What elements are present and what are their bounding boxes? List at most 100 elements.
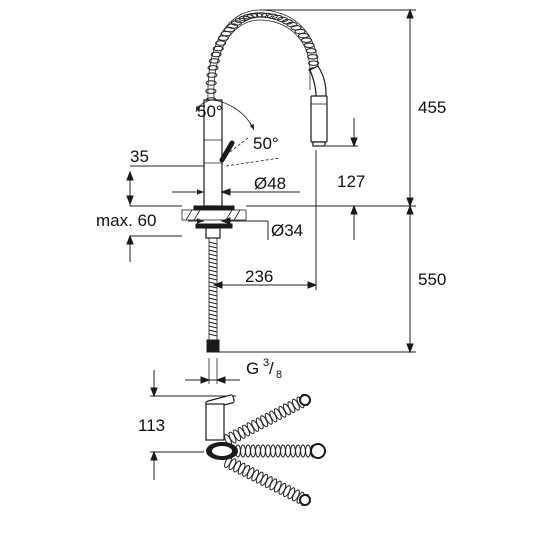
hose-coil	[208, 245, 218, 249]
hose-coil	[208, 265, 218, 269]
arm-coil-1	[240, 444, 246, 458]
hose-coil	[208, 321, 218, 325]
arm-end-cap	[299, 394, 311, 406]
top-spout-arm-up	[224, 394, 311, 446]
arm-end-cap	[299, 494, 311, 506]
arm-end-cap	[310, 443, 326, 459]
dimension-diameter-48: Ø48	[172, 174, 300, 196]
arm-coil-7	[270, 444, 276, 458]
dimension-127: 127	[326, 118, 365, 240]
faucet-side-view	[181, 9, 328, 353]
dim-550-label: 550	[418, 270, 446, 289]
spring-coil-11	[223, 26, 235, 33]
spring-coil-4	[207, 65, 219, 71]
thread-den-label: 8	[276, 369, 282, 381]
mount-stud	[205, 227, 221, 239]
spring-coil-15	[238, 15, 250, 22]
arm-coil-8	[275, 444, 281, 458]
angle-annotations: 50° 50°	[195, 99, 281, 167]
spring-coil-19	[256, 12, 268, 18]
hose-coil	[208, 297, 218, 301]
top-spout-arm-down	[224, 456, 311, 506]
arm-coil-5	[260, 444, 266, 458]
spring-coil-8	[215, 40, 227, 46]
angle-arc-right	[212, 99, 255, 131]
arm-coil-12	[295, 444, 301, 458]
spring-coil-32	[307, 54, 319, 60]
counter-hatch	[185, 209, 241, 221]
spring-coil-31	[305, 48, 317, 54]
dim-236-label: 236	[245, 267, 273, 286]
thread-size: G 3 / 8	[185, 357, 282, 384]
spring-coil-20	[261, 12, 273, 19]
arm-coil-9	[280, 444, 286, 458]
dim-48-label: Ø48	[254, 174, 286, 193]
supply-hose-fitting	[206, 339, 220, 353]
lever-swing-line-2	[225, 157, 281, 167]
spring-arc-outer	[207, 9, 319, 101]
arm-coil-2	[245, 444, 251, 458]
hose-coil	[208, 317, 218, 321]
arm-coil-13	[300, 444, 306, 458]
hose-coil	[208, 289, 218, 293]
hose-coil	[208, 313, 218, 317]
under-counter-nut	[195, 223, 233, 229]
arm-coil-14	[305, 444, 311, 458]
spring-coil-28	[298, 32, 309, 39]
arm-coil-10	[285, 444, 291, 458]
hose-coil	[208, 261, 218, 265]
hose-coil	[208, 281, 218, 285]
dim-455-label: 455	[418, 98, 446, 117]
angle-arc-left	[195, 99, 214, 113]
dimension-diameter-34: Ø34	[188, 217, 303, 240]
top-base-disc-inner	[212, 446, 232, 456]
dimension-455: 455	[406, 8, 446, 208]
hose-coil	[208, 249, 218, 253]
spring-coil-7	[212, 45, 224, 52]
top-column	[205, 403, 225, 441]
base-plate	[193, 205, 235, 211]
dim-127-label: 127	[337, 172, 365, 191]
lever-handle	[219, 140, 235, 163]
spring-coils	[205, 12, 320, 103]
spray-head-tip	[312, 141, 326, 147]
spray-head	[310, 95, 328, 143]
hose-coil	[208, 273, 218, 277]
spring-coil-2	[205, 80, 217, 86]
hose-coil	[208, 285, 218, 289]
dimension-236: 236	[212, 150, 318, 290]
faucet-top-view: 113	[138, 370, 326, 506]
spring-coil-29	[301, 37, 312, 43]
dimension-550: 550	[406, 204, 446, 354]
dim-34-label: Ø34	[271, 221, 303, 240]
dim-max60-label: max. 60	[96, 211, 156, 230]
spring-coil-3	[206, 72, 218, 78]
hose-coil	[208, 301, 218, 305]
hose-coil	[208, 333, 218, 337]
hose-coil	[208, 325, 218, 329]
spring-coil-30	[303, 42, 315, 48]
counter-top	[181, 209, 247, 221]
angle-label-left: 50°	[197, 102, 223, 121]
supply-hose-coils	[208, 241, 218, 337]
spring-coil-9	[217, 35, 229, 41]
spray-head-neck	[309, 65, 327, 101]
thread-g-label: G	[246, 359, 259, 378]
arm-coil-4	[255, 444, 261, 458]
arm-coil-6	[265, 444, 271, 458]
dim-113-label: 113	[138, 416, 165, 435]
hose-coil	[208, 241, 218, 245]
spring-coil-1	[205, 88, 217, 94]
hose-coil	[208, 253, 218, 257]
hose-coil	[208, 277, 218, 281]
hose-coil	[208, 269, 218, 273]
hose-coil	[208, 305, 218, 309]
thread-num-label: 3	[263, 357, 269, 369]
hose-coil	[208, 257, 218, 261]
dim-35-label: 35	[130, 147, 149, 166]
angle-label-right: 50°	[253, 134, 279, 153]
hose-coil	[208, 293, 218, 297]
arm-coil-11	[290, 444, 296, 458]
dimension-max-60: max. 60	[96, 205, 182, 262]
